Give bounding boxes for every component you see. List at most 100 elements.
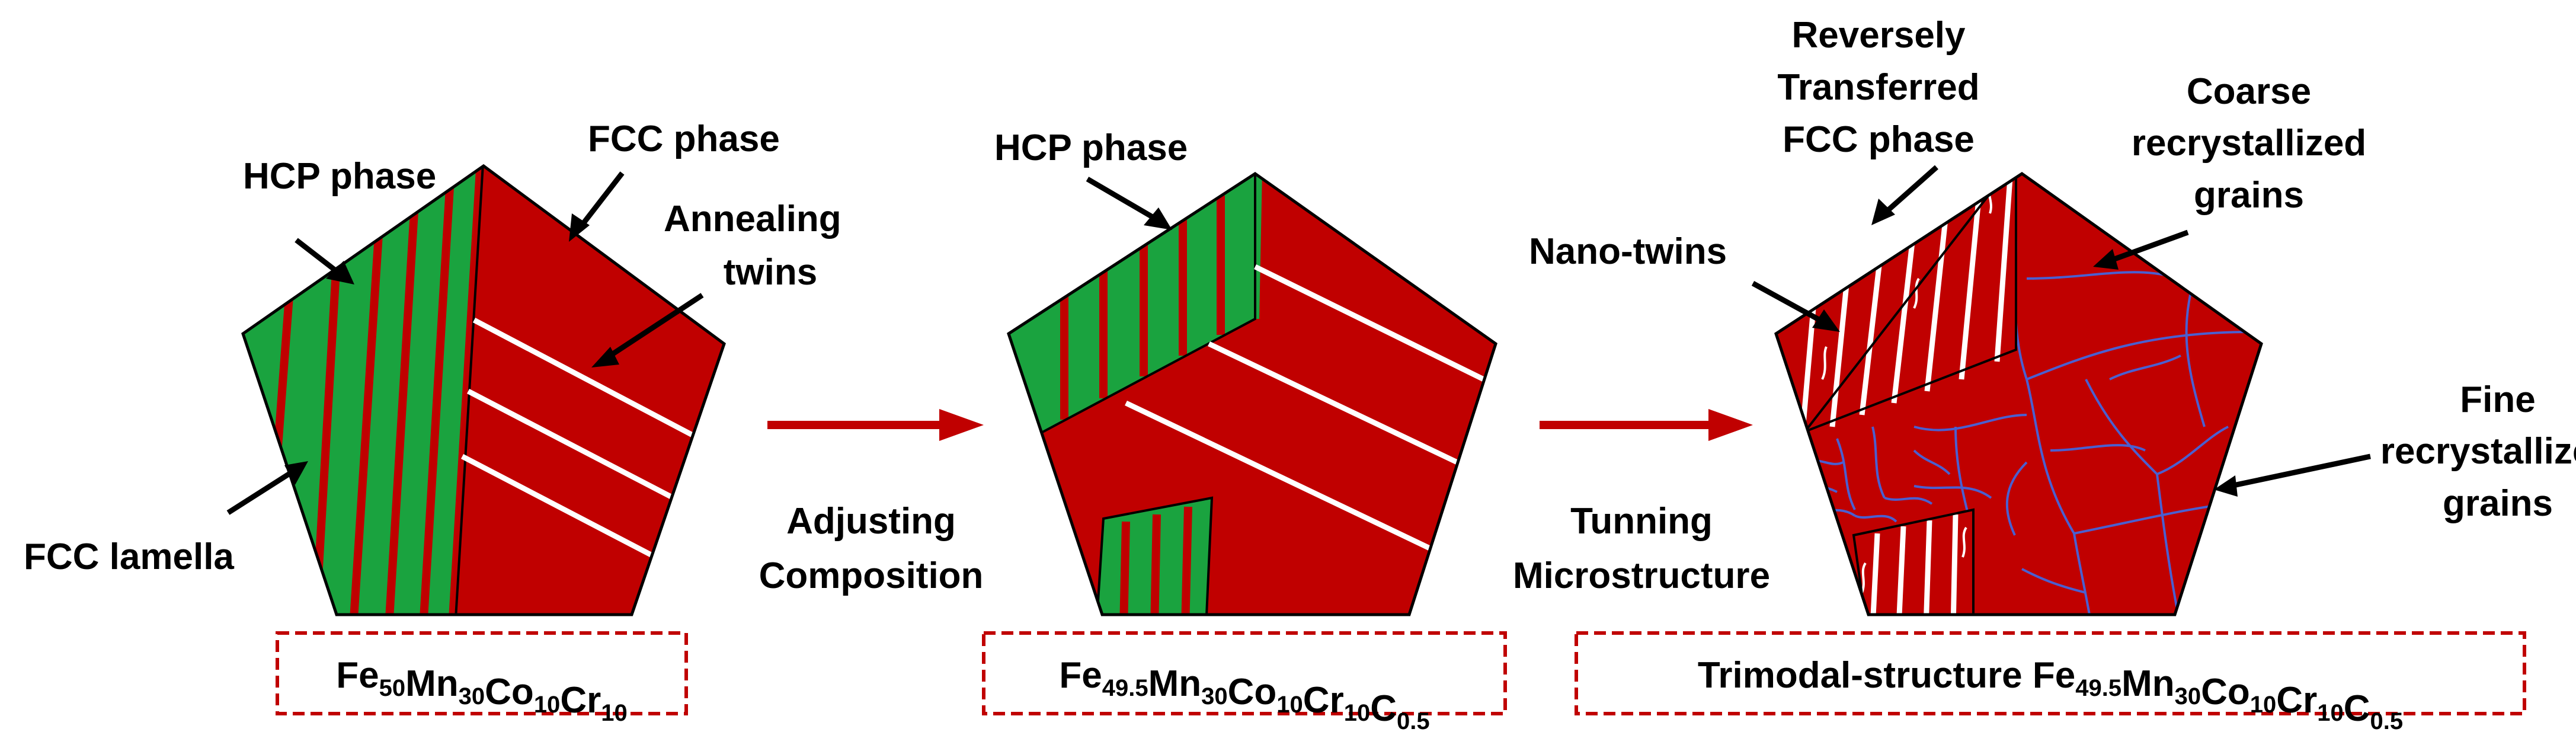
label-adjusting: Adjusting <box>786 501 956 542</box>
twin-line <box>1950 514 1959 615</box>
formula-subscript: 10 <box>1276 692 1303 718</box>
arrowhead <box>326 261 354 285</box>
formula-subscript: 30 <box>1201 683 1228 709</box>
label-fcc-phase: FCC phase <box>588 119 780 159</box>
fcc-lamella-line <box>1150 514 1161 615</box>
hcp-fcc-lamellae-lower <box>1119 506 1192 615</box>
grain-boundary <box>2185 284 2206 427</box>
twin-line <box>1924 213 1949 392</box>
composition-formula-2: Fe49.5Mn30Co10Cr10C0.5 <box>1059 655 1429 734</box>
twin-line <box>460 454 660 561</box>
formula-text: Fe <box>2033 655 2075 696</box>
grain-boundary <box>1871 426 1886 498</box>
pointer-hcp-phase <box>1086 177 1160 223</box>
twin-line <box>1859 260 1883 415</box>
label-fine-recrystallized: recrystallized <box>2380 431 2576 472</box>
panel-3-grain <box>1774 171 2263 616</box>
grain-boundary <box>2156 426 2229 475</box>
twin-curl <box>1961 526 1967 558</box>
fcc-lamella-line <box>1181 506 1192 615</box>
panel-1-annotations: HCP phase FCC phase Annealing twins FCC … <box>24 119 841 726</box>
label-reversed-fcc-phase: FCC phase <box>1783 119 1975 160</box>
arrowhead <box>1144 207 1172 230</box>
composition-box-3 <box>1575 631 2526 715</box>
pointer-annealing-twins <box>604 293 704 361</box>
pointer-fine-grains <box>2230 453 2371 489</box>
pointer-fcc-phase <box>577 171 625 230</box>
hcp-outline-lower <box>1095 496 1214 615</box>
composition-box-2 <box>982 631 1507 715</box>
panel-2-annotations: HCP phase Fe49.5Mn30Co10Cr10C0.5 <box>982 127 1507 734</box>
label-fcc-lamella: FCC lamella <box>24 536 234 577</box>
label-reversely: Reversely <box>1791 15 1966 56</box>
twin-line <box>1896 526 1906 615</box>
formula-text: Fe <box>336 655 379 696</box>
formula-text: Cr <box>560 680 601 721</box>
fcc-lamella-line <box>349 225 383 615</box>
grain-outline <box>1774 171 2263 616</box>
formula-subscript: 49.5 <box>1102 675 1148 701</box>
grain-boundary <box>2005 461 2028 536</box>
composition-box-1 <box>276 631 688 715</box>
arrowhead <box>591 347 619 367</box>
grain-outline <box>1007 171 1497 616</box>
twin-line <box>472 318 701 441</box>
formula-text: Cr <box>2276 680 2317 721</box>
formula-subscript: 10 <box>1344 700 1371 726</box>
formula-subscript: 50 <box>379 675 406 701</box>
label-fine: Fine <box>2460 379 2535 420</box>
twin-line <box>1923 520 1932 615</box>
label-coarse-grains: grains <box>2194 175 2304 216</box>
formula-text: Mn <box>1148 663 1202 704</box>
formula-subscript: 10 <box>534 692 561 718</box>
grain-boundary <box>1812 532 1838 570</box>
arrowhead <box>569 213 590 242</box>
panel-3-annotations: Reversely Transferred FCC phase Nano-twi… <box>1529 15 2576 734</box>
label-nano-twins: Nano-twins <box>1529 231 1727 272</box>
twin-line <box>466 389 677 501</box>
twin-curl <box>1861 562 1867 593</box>
formula-text: C <box>2344 688 2370 729</box>
formula-subscript: 0.5 <box>2370 708 2403 734</box>
pointer-reversed-fcc <box>1883 165 1938 216</box>
label-tunning: Tunning <box>1570 501 1713 542</box>
formula-text: Cr <box>1303 680 1344 721</box>
grain-boundary <box>2025 379 2075 535</box>
arrowhead <box>1812 309 1840 332</box>
pointer-coarse-grains <box>2108 229 2189 264</box>
twin-line <box>1254 264 1496 388</box>
arrowhead <box>939 409 984 441</box>
process-arrow-1: Adjusting Composition <box>759 409 984 596</box>
twin-line <box>1994 177 2013 362</box>
label-hcp-phase: HCP phase <box>994 127 1188 168</box>
arrowhead <box>284 461 308 485</box>
arrowhead <box>2214 475 2238 497</box>
panel-2-grain <box>1007 171 1497 616</box>
fcc-lamella-line <box>448 166 484 615</box>
grain-boundary <box>1836 438 1856 510</box>
formula-text: Mn <box>405 663 459 704</box>
process-arrow-2: Tunning Microstructure <box>1513 409 1770 596</box>
pointer-hcp-phase <box>295 238 343 277</box>
grain-boundary <box>2073 533 2093 615</box>
arrowhead <box>1871 199 1895 225</box>
grain-boundary <box>1884 497 1933 505</box>
twin-line <box>1208 341 1471 471</box>
formula-text: Trimodal-structure <box>1698 655 2033 696</box>
formula-subscript: 10 <box>2250 692 2277 718</box>
fcc-lamella-line <box>385 201 419 615</box>
twin-line <box>1870 533 1880 615</box>
annealing-twins <box>460 318 701 561</box>
label-coarse-recrystallized: recrystallized <box>2132 123 2366 164</box>
fcc-lamella-line <box>419 177 455 615</box>
nano-twins-lower <box>1861 514 1967 615</box>
hcp-fcc-lamellae-upper <box>1060 196 1225 420</box>
formula-text: Fe <box>1059 655 1102 696</box>
arrowhead <box>1708 409 1753 441</box>
composition-formula-3: Trimodal-structure Fe49.5Mn30Co10Cr10C0.… <box>1698 655 2403 734</box>
grain-boundary <box>2021 568 2087 594</box>
label-microstructure: Microstructure <box>1513 555 1770 596</box>
grain-boundary <box>1913 485 1992 499</box>
formula-subscript: 10 <box>601 700 628 726</box>
pointer-fcc-lamella <box>226 469 295 515</box>
